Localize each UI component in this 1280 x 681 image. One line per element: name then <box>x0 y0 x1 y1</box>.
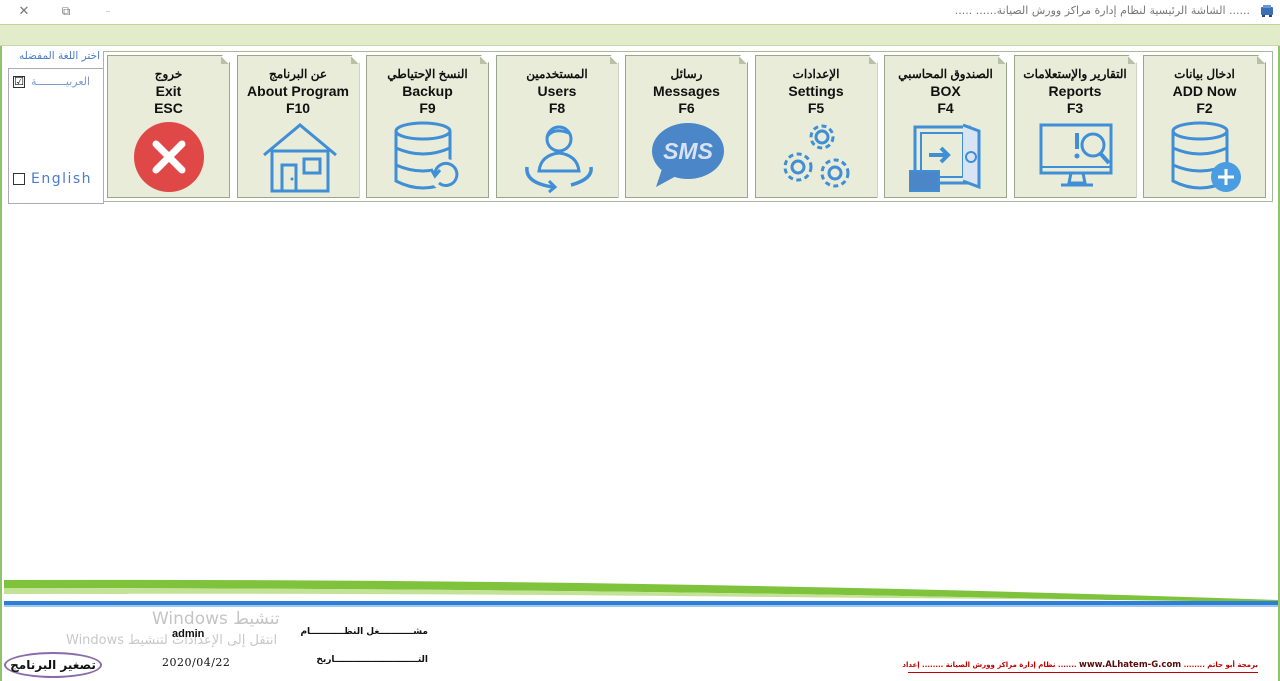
date-label: التـــــــــــــــــــــــــــاريخ <box>316 655 428 665</box>
exit-shortcut: ESC <box>154 100 183 116</box>
database-add-icon <box>1168 121 1244 193</box>
add-shortcut: F2 <box>1196 100 1213 116</box>
footer-underline <box>908 672 1258 673</box>
monitor-search-icon <box>1039 121 1115 193</box>
minimize-program-button[interactable]: تصغير البرنامج <box>4 652 102 678</box>
decorative-wave <box>4 579 1278 608</box>
messages-button[interactable]: رسائل Messages F6 SMS <box>625 55 748 198</box>
operator-value: admin <box>172 628 205 640</box>
settings-label-en: Settings <box>788 83 844 99</box>
window-restore-button[interactable]: ⧉ <box>61 3 71 18</box>
house-icon <box>262 121 338 193</box>
about-label-en: About Program <box>247 83 349 99</box>
close-circle-icon <box>132 121 208 193</box>
app-icon <box>1261 5 1273 17</box>
users-label-ar: المستخدمين <box>526 67 588 81</box>
backup-label-en: Backup <box>402 83 453 99</box>
window-close-button[interactable]: ✕ <box>18 3 30 19</box>
language-panel: اختر اللغة المفضله ☑ العربيـــــــــة En… <box>5 50 104 204</box>
safe-icon <box>909 121 985 193</box>
gears-icon <box>780 121 856 193</box>
about-button[interactable]: عن البرنامج About Program F10 <box>237 55 360 198</box>
box-button[interactable]: الصندوق المحاسبي BOX F4 <box>884 55 1007 198</box>
messages-label-ar: رسائل <box>670 67 703 81</box>
frame-border-right <box>1278 46 1280 681</box>
box-shortcut: F4 <box>937 100 954 116</box>
sms-icon: SMS <box>650 121 726 193</box>
arabic-checkbox[interactable]: ☑ <box>13 74 25 88</box>
about-shortcut: F10 <box>285 100 311 116</box>
footer-website-link[interactable]: www.ALhatem-G.com <box>1078 660 1182 670</box>
english-label: English <box>31 171 93 187</box>
frame-border-left <box>0 46 2 681</box>
reports-label-en: Reports <box>1048 83 1102 99</box>
footer-credit-left: برمجة أبو حاتم ........ <box>1183 661 1258 669</box>
operator-label: مشـــــــــــغل النظـــــــــــام <box>300 627 428 637</box>
activation-watermark-title: تنشيط Windows <box>152 609 280 629</box>
add-label-en: ADD Now <box>1172 83 1237 99</box>
arabic-label: العربيـــــــــة <box>31 75 91 88</box>
title-bar: ✕ ⧉ – ...... الشاشة الرئيسية لنظام إدارة… <box>0 0 1280 24</box>
language-title: اختر اللغة المفضله <box>18 50 100 62</box>
activation-watermark-hint: انتقل إلى الإعدادات لتنشيط Windows <box>66 633 278 648</box>
date-value: 2020/04/22 <box>162 656 231 669</box>
user-cycle-icon <box>521 121 597 193</box>
backup-label-ar: النسخ الإحتياطي <box>387 67 468 81</box>
main-toolbar: خروج Exit ESC عن البرنامج About Program … <box>103 51 1273 202</box>
users-button[interactable]: المستخدمين Users F8 <box>496 55 619 198</box>
reports-shortcut: F3 <box>1066 100 1084 116</box>
window-title: ...... الشاشة الرئيسية لنظام إدارة مراكز… <box>954 4 1250 17</box>
exit-label-en: Exit <box>155 83 182 99</box>
language-option-arabic[interactable]: ☑ العربيـــــــــة <box>13 75 90 88</box>
settings-shortcut: F5 <box>807 100 825 116</box>
box-label-en: BOX <box>930 83 961 99</box>
settings-label-ar: الإعدادات <box>792 67 840 81</box>
sms-icon-text: SMS <box>663 138 714 164</box>
users-label-en: Users <box>537 83 577 99</box>
exit-button[interactable]: خروج Exit ESC <box>107 55 230 198</box>
messages-label-en: Messages <box>653 83 720 99</box>
footer-credit: برمجة أبو حاتم ........ www.ALhatem-G.co… <box>902 660 1258 670</box>
english-checkbox[interactable] <box>13 173 25 185</box>
add-label-ar: ادخال بيانات <box>1174 67 1235 81</box>
add-now-button[interactable]: ادخال بيانات ADD Now F2 <box>1143 55 1266 198</box>
exit-label-ar: خروج <box>154 67 183 81</box>
settings-button[interactable]: الإعدادات Settings F5 <box>755 55 878 198</box>
language-option-english[interactable]: English <box>13 171 92 187</box>
reports-button[interactable]: التقارير والإستعلامات Reports F3 <box>1014 55 1137 198</box>
database-refresh-icon <box>391 121 467 193</box>
language-box: ☑ العربيـــــــــة English <box>8 68 104 204</box>
users-shortcut: F8 <box>548 100 566 116</box>
backup-button[interactable]: النسخ الإحتياطي Backup F9 <box>366 55 489 198</box>
box-label-ar: الصندوق المحاسبي <box>898 67 993 81</box>
messages-shortcut: F6 <box>678 100 695 116</box>
reports-label-ar: التقارير والإستعلامات <box>1023 67 1127 81</box>
about-label-ar: عن البرنامج <box>268 67 328 81</box>
footer-credit-right: ....... نظام إدارة مراكز وورش الصيانة ..… <box>902 661 1077 669</box>
header-strip <box>0 24 1280 46</box>
backup-shortcut: F9 <box>419 100 436 116</box>
window-minimize-button[interactable]: – <box>105 5 111 17</box>
